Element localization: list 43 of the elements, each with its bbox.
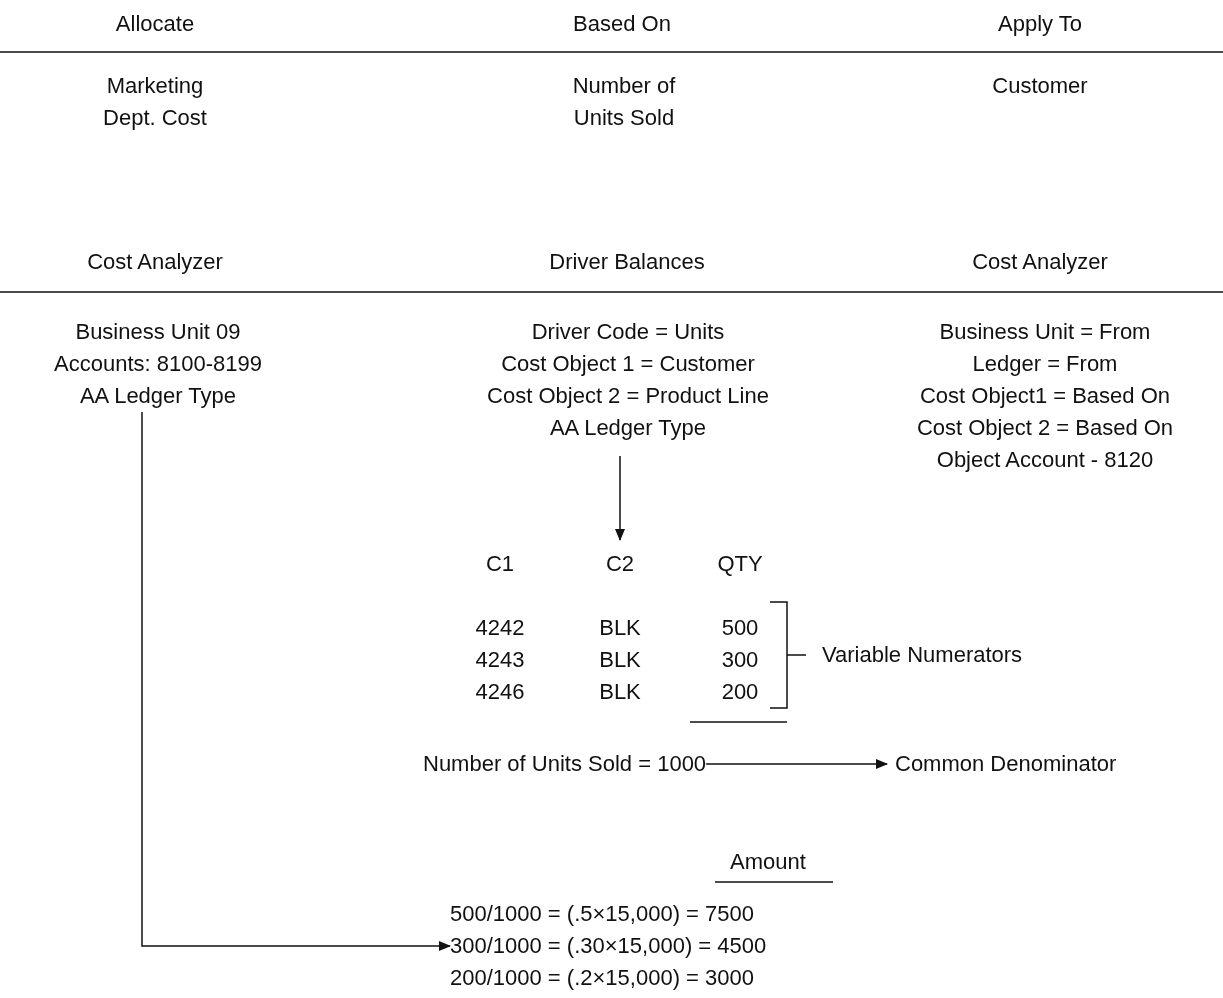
- table-cell-text: 300: [721, 646, 759, 674]
- table-cell-text: 200: [721, 678, 759, 706]
- text-line: AA Ledger Type: [78, 382, 238, 410]
- text-label: Cost Object1 = Based On: [919, 382, 1171, 410]
- table-cell-text: BLK: [599, 678, 641, 706]
- text-label: Ledger = From: [972, 350, 1118, 378]
- table-cell-text: 4246: [475, 678, 525, 706]
- column-header: QTY: [717, 550, 763, 578]
- text-label: Cost Object 2 = Based On: [916, 414, 1174, 442]
- text-line: Cost Object 2 = Product Line: [487, 382, 769, 410]
- text-label: Number of Units Sold: [571, 72, 677, 132]
- text-label: Customer: [992, 72, 1088, 100]
- text-line: Cost Object 1 = Customer: [500, 350, 756, 378]
- column-header: C1: [485, 550, 515, 578]
- arrow: [141, 411, 451, 951]
- text-label: Variable Numerators: [822, 641, 1023, 669]
- column-heading: Allocate: [115, 10, 195, 38]
- column-heading: Driver Balances: [549, 248, 705, 276]
- text-line: Business Unit 09: [74, 318, 242, 346]
- column-heading: Amount: [730, 848, 806, 876]
- text-label: Business Unit = From: [939, 318, 1151, 346]
- text-label: Common Denominator: [895, 748, 1117, 780]
- table-cell-text: BLK: [599, 646, 641, 674]
- text-label: Object Account - 8120: [936, 446, 1154, 474]
- formula-line: 300/1000 = (.30×15,000) = 4500: [450, 932, 767, 960]
- column-heading: Cost Analyzer: [87, 248, 223, 276]
- text-line: AA Ledger Type: [548, 414, 708, 442]
- table-cell-text: 4242: [475, 614, 525, 642]
- formula-line: 500/1000 = (.5×15,000) = 7500: [450, 900, 755, 928]
- table-cell-text: BLK: [599, 614, 641, 642]
- table-cell-text: 4243: [475, 646, 525, 674]
- arrow: [615, 455, 625, 541]
- column-heading: Apply To: [998, 10, 1082, 38]
- text-line: Accounts: 8100-8199: [54, 350, 262, 378]
- text-label: Number of Units Sold = 1000: [423, 748, 707, 780]
- text-line: Driver Code = Units: [530, 318, 726, 346]
- column-heading: Based On: [573, 10, 671, 38]
- column-header: C2: [605, 550, 635, 578]
- table-cell-text: 500: [721, 614, 759, 642]
- text-label: Marketing Dept. Cost: [102, 72, 208, 132]
- arrow: [705, 759, 888, 769]
- column-heading: Cost Analyzer: [972, 248, 1108, 276]
- formula-line: 200/1000 = (.2×15,000) = 3000: [450, 964, 755, 992]
